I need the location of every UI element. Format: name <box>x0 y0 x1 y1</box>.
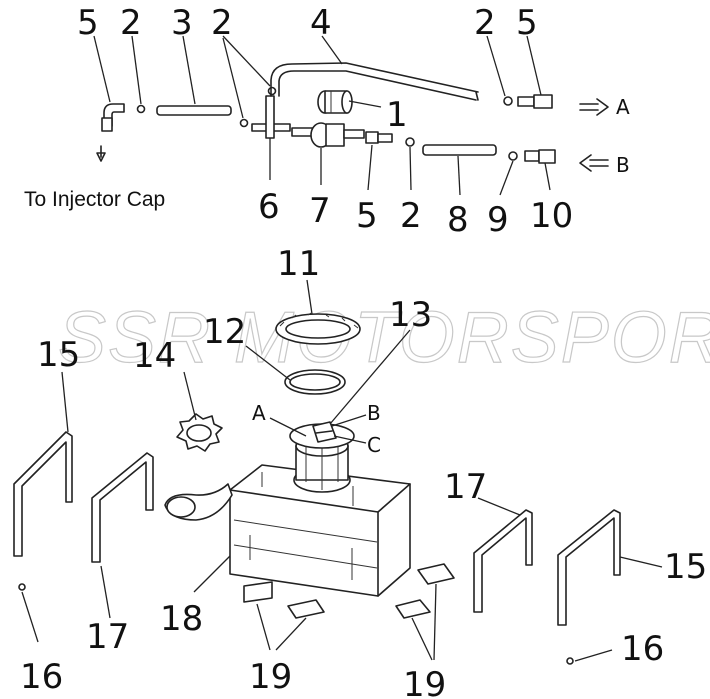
callout-5: 5 <box>516 3 538 43</box>
part-10-inlet-fitting <box>524 149 556 164</box>
part-19-pad <box>287 599 325 619</box>
part-17-bracket-left <box>91 452 154 563</box>
part-19-pad <box>395 599 431 619</box>
part-2-clamp <box>405 137 415 147</box>
caption-to-injector-cap: To Injector Cap <box>24 188 165 211</box>
part-2-clamp <box>239 118 249 128</box>
part-5-fitting-outlet-a <box>517 94 553 109</box>
leader-lines-top <box>93 35 551 196</box>
callout-15: 15 <box>37 335 80 375</box>
part-13-fuel-pump-sender <box>289 421 355 493</box>
part-2-clamp <box>136 104 146 114</box>
callout-16: 16 <box>621 629 664 669</box>
part-16-bolt-left <box>18 583 26 591</box>
callout-11: 11 <box>277 244 320 284</box>
part-17-bracket-right <box>473 509 533 613</box>
callout-2: 2 <box>211 3 233 43</box>
part-8-fuel-hose-long <box>422 144 497 156</box>
callout-18: 18 <box>160 599 203 639</box>
callout-6: 6 <box>258 187 280 227</box>
part-15-bracket-right <box>557 509 621 626</box>
arrow-right-icon <box>579 98 609 116</box>
down-arrow-icon <box>96 145 106 162</box>
callout-14: 14 <box>133 336 176 376</box>
callout-15: 15 <box>664 547 707 587</box>
arrow-left-icon <box>579 154 609 172</box>
part-15-bracket-left <box>13 431 73 557</box>
part-12-seal-gasket <box>284 369 346 395</box>
watermark: SSR MOTORSPORTS <box>58 298 710 378</box>
part-2-clamp <box>503 96 513 106</box>
callout-13: 13 <box>389 295 432 335</box>
part-1-fuel-filter <box>317 90 353 114</box>
callout-16: 16 <box>20 657 63 697</box>
part-5-fitting <box>365 131 393 144</box>
callout-5: 5 <box>77 3 99 43</box>
part-19-pad <box>417 563 455 585</box>
callout-1: 1 <box>386 95 408 135</box>
part-3-fuel-hose-short <box>156 105 232 116</box>
callout-19: 19 <box>403 665 446 699</box>
part-7-inline-filter <box>291 122 365 148</box>
callout-8: 8 <box>447 200 469 240</box>
pump-port-b-label: B <box>367 401 381 425</box>
flow-label-a: A <box>616 95 630 119</box>
leader-lines-bottom <box>21 279 663 662</box>
part-14-spring-washer <box>176 413 223 452</box>
pump-port-c-label: C <box>367 433 381 457</box>
part-18-fuel-tank <box>164 464 411 597</box>
flow-label-b: B <box>616 153 630 177</box>
part-2-clamp <box>267 86 277 96</box>
callout-17: 17 <box>444 467 487 507</box>
callout-17: 17 <box>86 617 129 657</box>
part-19-pad <box>243 581 273 603</box>
callout-2: 2 <box>120 3 142 43</box>
callout-3: 3 <box>171 3 193 43</box>
part-9-clamp <box>508 151 518 161</box>
callout-10: 10 <box>530 196 573 236</box>
pump-port-leaders <box>269 414 367 444</box>
part-5-elbow-fitting-left <box>101 103 125 132</box>
callout-2: 2 <box>474 3 496 43</box>
callout-2: 2 <box>400 196 422 236</box>
callout-19: 19 <box>249 657 292 697</box>
callout-9: 9 <box>487 200 509 240</box>
part-16-bolt-right <box>566 657 574 665</box>
part-6-t-fitting <box>251 95 291 139</box>
part-4-return-hose <box>270 62 479 101</box>
callout-5: 5 <box>356 196 378 236</box>
callout-7: 7 <box>309 191 331 231</box>
pump-port-a-label: A <box>252 401 266 425</box>
callout-12: 12 <box>203 312 246 352</box>
callout-4: 4 <box>310 3 332 43</box>
part-11-lock-ring <box>275 312 361 345</box>
